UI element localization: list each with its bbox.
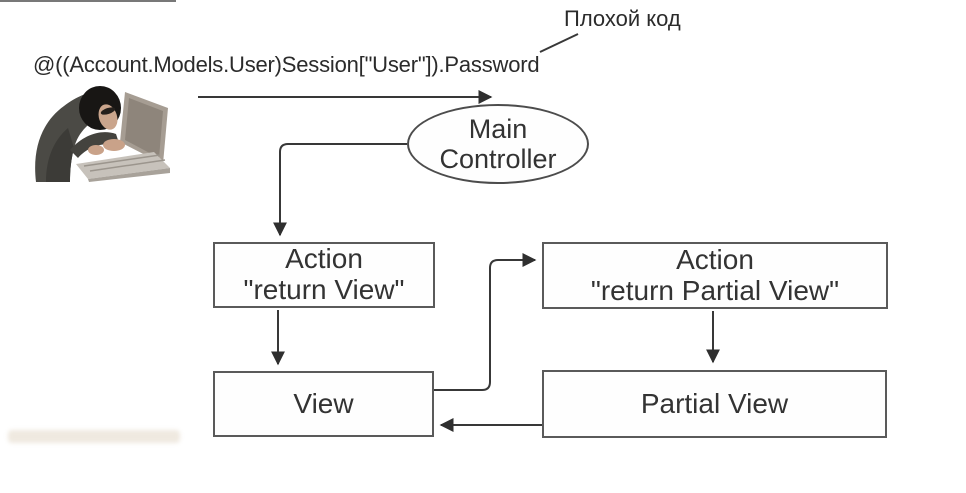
view-label: View (293, 387, 354, 419)
action-return-view-label-line2: "return View" (243, 274, 405, 305)
main-controller-node: Main Controller (407, 104, 589, 184)
action-return-view-label-line1: Action (285, 243, 363, 275)
main-controller-label-line1: Main (468, 113, 528, 144)
action-return-partial-view-node: Action "return Partial View" (542, 242, 888, 309)
bad-code-label: Плохой код (564, 6, 681, 31)
main-controller-label-line2: Controller (439, 144, 557, 174)
view-node: View (213, 371, 434, 437)
action-return-partial-view-label-line1: Action (676, 243, 754, 275)
partial-view-label: Partial View (640, 387, 789, 419)
partial-view-node: Partial View (542, 370, 887, 438)
cropped-edge-artifact (0, 0, 176, 2)
action-return-partial-view-label-line2: "return Partial View" (590, 274, 840, 306)
callout-line (539, 33, 579, 53)
faded-watermark-artifact (8, 430, 180, 443)
code-snippet: @((Account.Models.User)Session["User"]).… (33, 52, 540, 77)
hacker-icon (35, 86, 170, 182)
arrow-controller-to-action-view (273, 143, 407, 237)
action-return-view-node: Action "return View" (213, 242, 435, 308)
arrow-view-to-action-partial (434, 253, 537, 391)
